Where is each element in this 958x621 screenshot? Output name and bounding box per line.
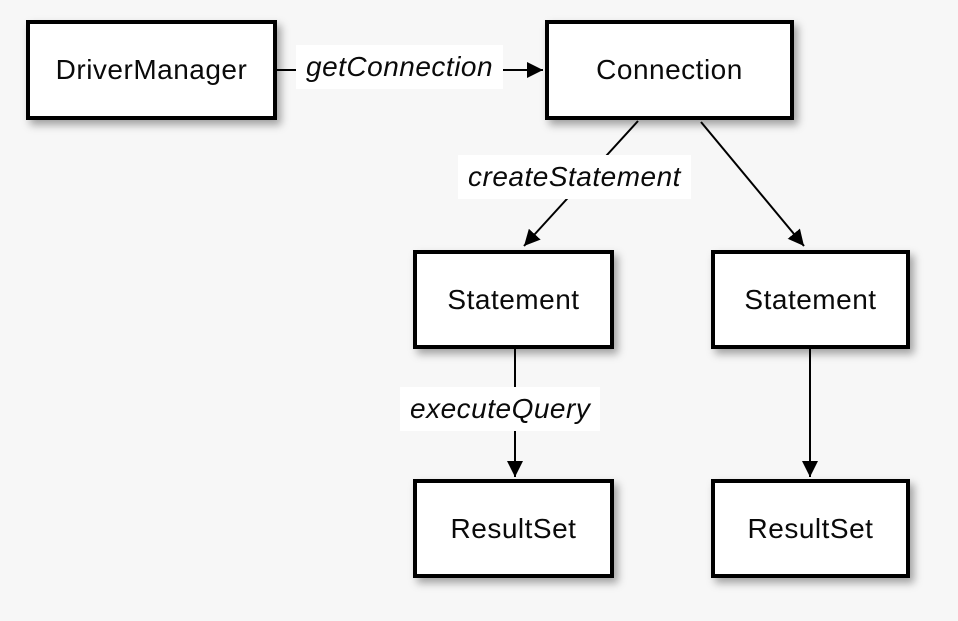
node-resultset-left-label: ResultSet [450,512,577,544]
edge-label-getconnection: getConnection [296,45,504,89]
node-connection: Connection [545,20,794,120]
node-statement-left-label: Statement [447,283,580,315]
node-statement-left: Statement [413,250,614,349]
node-driver-manager: DriverManager [26,20,277,120]
edge-connection-to-statement-right-line [700,121,805,247]
edge-label-executequery: executeQuery [400,387,601,431]
node-resultset-right: ResultSet [711,479,910,578]
node-connection-label: Connection [596,54,743,85]
node-statement-right: Statement [711,250,910,349]
node-driver-manager-label: DriverManager [55,54,248,85]
node-resultset-right-label: ResultSet [747,512,874,544]
node-statement-right-label: Statement [744,283,877,315]
node-resultset-left: ResultSet [413,479,614,578]
edge-label-createstatement: createStatement [458,155,691,199]
